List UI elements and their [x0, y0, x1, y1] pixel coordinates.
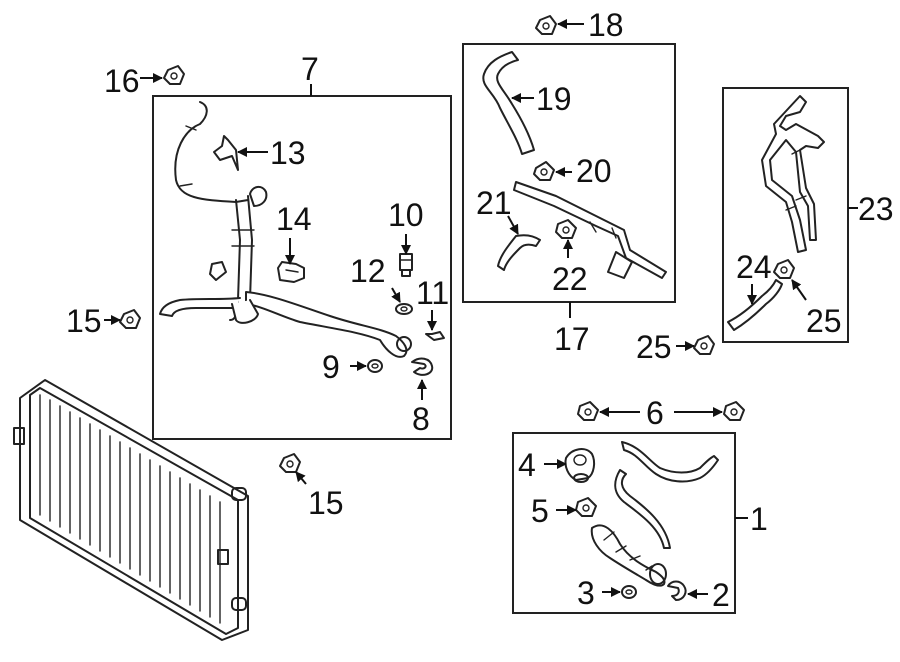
- o-ring-12: [395, 303, 413, 315]
- group-box-23: [722, 87, 849, 343]
- callout-15-left: 15: [66, 303, 102, 339]
- radiator: [13, 379, 249, 641]
- hose-24: [727, 279, 783, 331]
- bracket-13: [213, 135, 239, 171]
- callout-21: 21: [476, 185, 512, 221]
- callout-10: 10: [388, 197, 424, 233]
- group-box-7: [152, 95, 452, 440]
- callout-24: 24: [736, 249, 772, 285]
- clamp-25-inset: [773, 259, 795, 279]
- coolant-pipe-17: [513, 181, 667, 279]
- clamp-6-left: [577, 401, 599, 421]
- pipe-assembly-23: [761, 95, 825, 253]
- callout-6: 6: [646, 395, 664, 431]
- callout-14: 14: [276, 201, 312, 237]
- callout-9: 9: [322, 349, 340, 385]
- callout-17: 17: [554, 321, 590, 357]
- sensor-10: [399, 253, 413, 277]
- clip-14: [277, 261, 305, 283]
- connector-4: [564, 448, 596, 483]
- clamp-22: [555, 219, 577, 239]
- clip-8: [411, 357, 434, 376]
- clamp-5: [575, 497, 597, 517]
- clip-2: [667, 580, 687, 601]
- washer-9: [367, 359, 383, 373]
- callout-3: 3: [577, 575, 595, 611]
- callout-16: 16: [104, 63, 140, 99]
- callout-8: 8: [412, 401, 430, 437]
- callout-1: 1: [750, 501, 768, 537]
- callout-11: 11: [416, 275, 449, 311]
- hose-19: [482, 51, 535, 155]
- callout-5: 5: [531, 493, 549, 529]
- callout-13: 13: [270, 135, 306, 171]
- hose-assembly-1: [590, 441, 719, 587]
- leader-arrows: [104, 19, 807, 599]
- washer-3: [621, 585, 637, 599]
- clamp-15-left: [119, 309, 141, 329]
- callout-23: 23: [858, 191, 894, 227]
- callout-4: 4: [518, 447, 536, 483]
- callout-25-inset: 25: [806, 303, 842, 339]
- callout-20: 20: [576, 153, 612, 189]
- callout-22: 22: [552, 261, 588, 297]
- clamp-18: [535, 15, 557, 35]
- clamp-25-outer: [693, 335, 715, 355]
- callout-19: 19: [536, 81, 572, 117]
- callout-12: 12: [350, 253, 386, 289]
- clip-11: [425, 331, 445, 341]
- clamp-15-bottom: [279, 453, 301, 473]
- clamp-16: [163, 65, 185, 85]
- callout-2: 2: [712, 577, 730, 613]
- hose-21: [497, 234, 541, 271]
- callout-25-outer: 25: [636, 329, 672, 365]
- callout-18: 18: [588, 7, 624, 43]
- group-box-1: [512, 432, 736, 614]
- clamp-20: [533, 161, 555, 181]
- callout-15-bottom: 15: [308, 485, 344, 521]
- clamp-6-right: [723, 401, 745, 421]
- callout-7: 7: [301, 51, 319, 87]
- coolant-hose-assembly-7: [159, 101, 412, 358]
